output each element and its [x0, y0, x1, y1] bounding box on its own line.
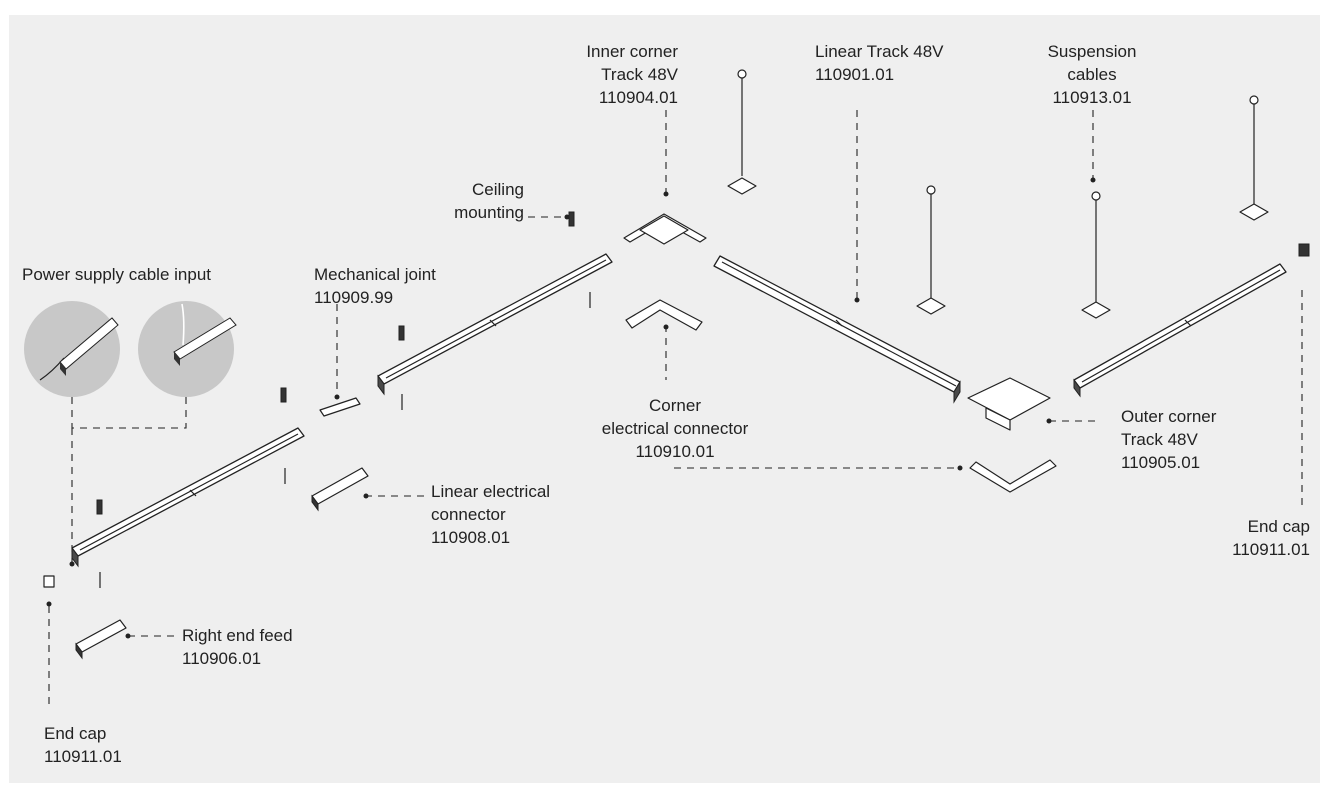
power-input-detail-right	[138, 301, 237, 397]
power-input-detail-left	[24, 301, 120, 397]
label-suspension-cables: Suspension cables 110913.01	[1047, 42, 1137, 107]
track-rail-lower-left	[71, 427, 305, 568]
leader-dots	[46, 177, 1096, 639]
linear-electrical-connector	[311, 467, 369, 512]
label-mechanical-joint: Mechanical joint 110909.99	[314, 263, 436, 309]
leader-lines	[48, 110, 1303, 710]
suspension-cable-1	[727, 69, 757, 195]
track-rail-upper	[713, 255, 961, 404]
ceiling-screws	[96, 211, 591, 588]
end-cap-right-part	[1298, 243, 1310, 257]
label-inner-corner-track: Inner corner Track 48V 110904.01	[586, 42, 678, 107]
label-outer-corner-track: Outer corner Track 48V 110905.01	[1121, 407, 1217, 472]
label-linear-electrical-connector: Linear electrical connector 110908.01	[431, 482, 551, 547]
suspension-cable-4	[1239, 95, 1269, 221]
label-corner-electrical-connector: Corner electrical connector 110910.01	[601, 396, 749, 461]
corner-electrical-connector-upper	[625, 299, 703, 331]
label-power-supply-cable-input: Power supply cable input	[22, 265, 212, 284]
right-end-feed	[75, 619, 127, 660]
label-ceiling-mounting: Ceiling mounting	[454, 180, 524, 222]
label-right-end-feed: Right end feed 110906.01	[182, 626, 293, 668]
diagram-background	[9, 15, 1320, 783]
label-linear-track: Linear Track 48V 110901.01	[815, 42, 944, 84]
mechanical-joint-plate	[319, 397, 361, 417]
mechanical-joint-name: Mechanical joint	[314, 265, 436, 284]
suspension-cable-2	[916, 185, 946, 315]
mechanical-joint-code: 110909.99	[314, 288, 394, 307]
label-end-cap-left: End cap 110911.01	[44, 724, 122, 766]
end-cap-left-part	[43, 575, 55, 588]
suspension-cable-3	[1081, 191, 1111, 319]
inner-corner-track	[623, 213, 707, 245]
corner-electrical-connector-lower	[969, 459, 1057, 493]
label-end-cap-right: End cap 110911.01	[1232, 517, 1310, 559]
track-rail-right	[1073, 263, 1287, 398]
track-rail-middle	[377, 253, 613, 396]
outer-corner-track	[967, 377, 1051, 431]
